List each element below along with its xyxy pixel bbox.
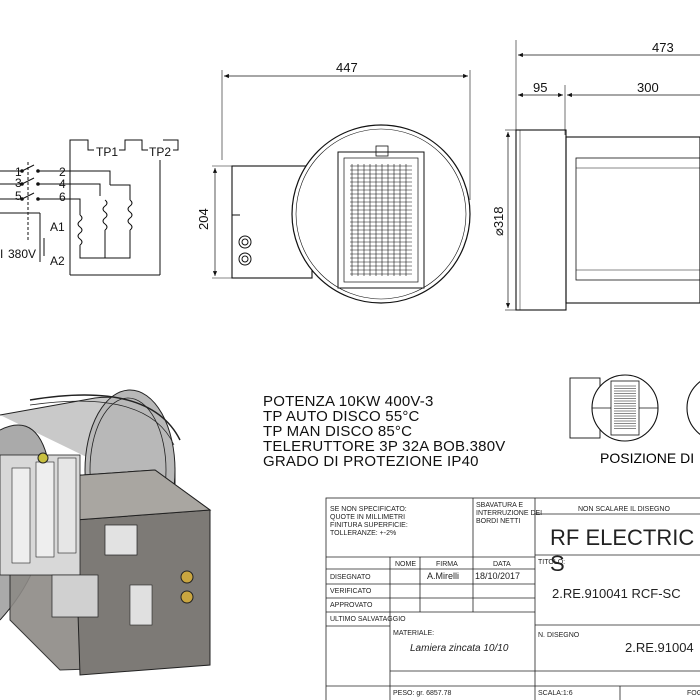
a2-label: A2 — [50, 254, 65, 268]
tb-peso: PESO: gr. 6857.78 — [393, 690, 452, 697]
terminal-6: 6 — [59, 190, 66, 204]
tp2-label: TP2 — [149, 145, 171, 159]
drawing-title: RF ELECTRIC S — [550, 525, 695, 576]
terminal-5: 5 — [15, 189, 22, 203]
tb-code: 2.RE.910041 RCF-SC — [552, 586, 681, 601]
position-view — [569, 374, 700, 442]
tb-col-firma: FIRMA — [436, 561, 458, 568]
specifications: POTENZA 10KW 400V-3 TP AUTO DISCO 55°C T… — [263, 394, 505, 469]
tb-col-data: DATA — [493, 561, 511, 568]
spec-power: POTENZA 10KW 400V-3 — [263, 393, 434, 410]
tb-data-value: 18/10/2017 — [475, 571, 521, 581]
heater-fins — [350, 164, 412, 276]
spec-contactor: TELERUTTORE 3P 32A BOB.380V — [263, 438, 506, 455]
tb-firma-value: A.Mirelli — [427, 571, 460, 581]
dim-flange-95: 95 — [533, 80, 547, 95]
tb-col-nome: NOME — [395, 561, 416, 568]
tb-no-scale: NON SCALARE IL DISEGNO — [578, 506, 670, 513]
front-view — [212, 70, 471, 304]
terminal-3: 3 — [15, 176, 22, 190]
dim-diameter-318: ⌀318 — [491, 206, 506, 236]
coil-prefix: I — [0, 247, 3, 261]
terminal-2: 2 — [59, 165, 66, 179]
position-heater-fins — [614, 385, 636, 429]
terminal-1: 1 — [15, 165, 22, 179]
position-label: POSIZIONE DI — [600, 450, 694, 466]
spec-protection: GRADO DI PROTEZIONE IP40 — [263, 453, 479, 470]
tb-deburr: SBAVATURA E INTERRUZIONE DEI BORDI NETTI — [476, 502, 543, 525]
tb-foglio: FOG — [687, 690, 700, 697]
tb-row-approvato: APPROVATO — [330, 602, 373, 609]
tb-notes: SE NON SPECIFICATO: QUOTE IN MILLIMETRI … — [330, 506, 408, 537]
dim-body-300: 300 — [637, 80, 659, 95]
spec-tp-man: TP MAN DISCO 85°C — [263, 423, 413, 440]
coil-voltage: 380V — [8, 247, 36, 261]
tb-materiale-label: MATERIALE: — [393, 630, 435, 637]
isometric-view — [0, 389, 212, 676]
tb-n-disegno-value: 2.RE.91004 — [625, 640, 694, 655]
terminal-4: 4 — [59, 177, 66, 191]
a1-label: A1 — [50, 220, 65, 234]
tb-scala: SCALA:1:6 — [538, 690, 573, 697]
wiring-diagram — [0, 139, 179, 276]
tb-n-disegno-label: N. DISEGNO — [538, 632, 580, 639]
tb-materiale-value: Lamiera zincata 10/10 — [410, 643, 509, 654]
side-view — [505, 40, 700, 311]
spec-tp-auto: TP AUTO DISCO 55°C — [263, 408, 420, 425]
tb-titolo-label: TITOLO: — [538, 559, 566, 566]
dim-height-204: 204 — [196, 208, 211, 230]
dim-total-473: 473 — [652, 40, 674, 55]
tb-row-ultimo: ULTIMO SALVATAGGIO — [330, 616, 406, 623]
dim-width-447: 447 — [336, 60, 358, 75]
wiring-dots — [20, 169, 40, 201]
tb-row-disegnato: DISEGNATO — [330, 574, 371, 581]
tb-row-verificato: VERIFICATO — [330, 588, 372, 595]
tp1-label: TP1 — [96, 145, 118, 159]
